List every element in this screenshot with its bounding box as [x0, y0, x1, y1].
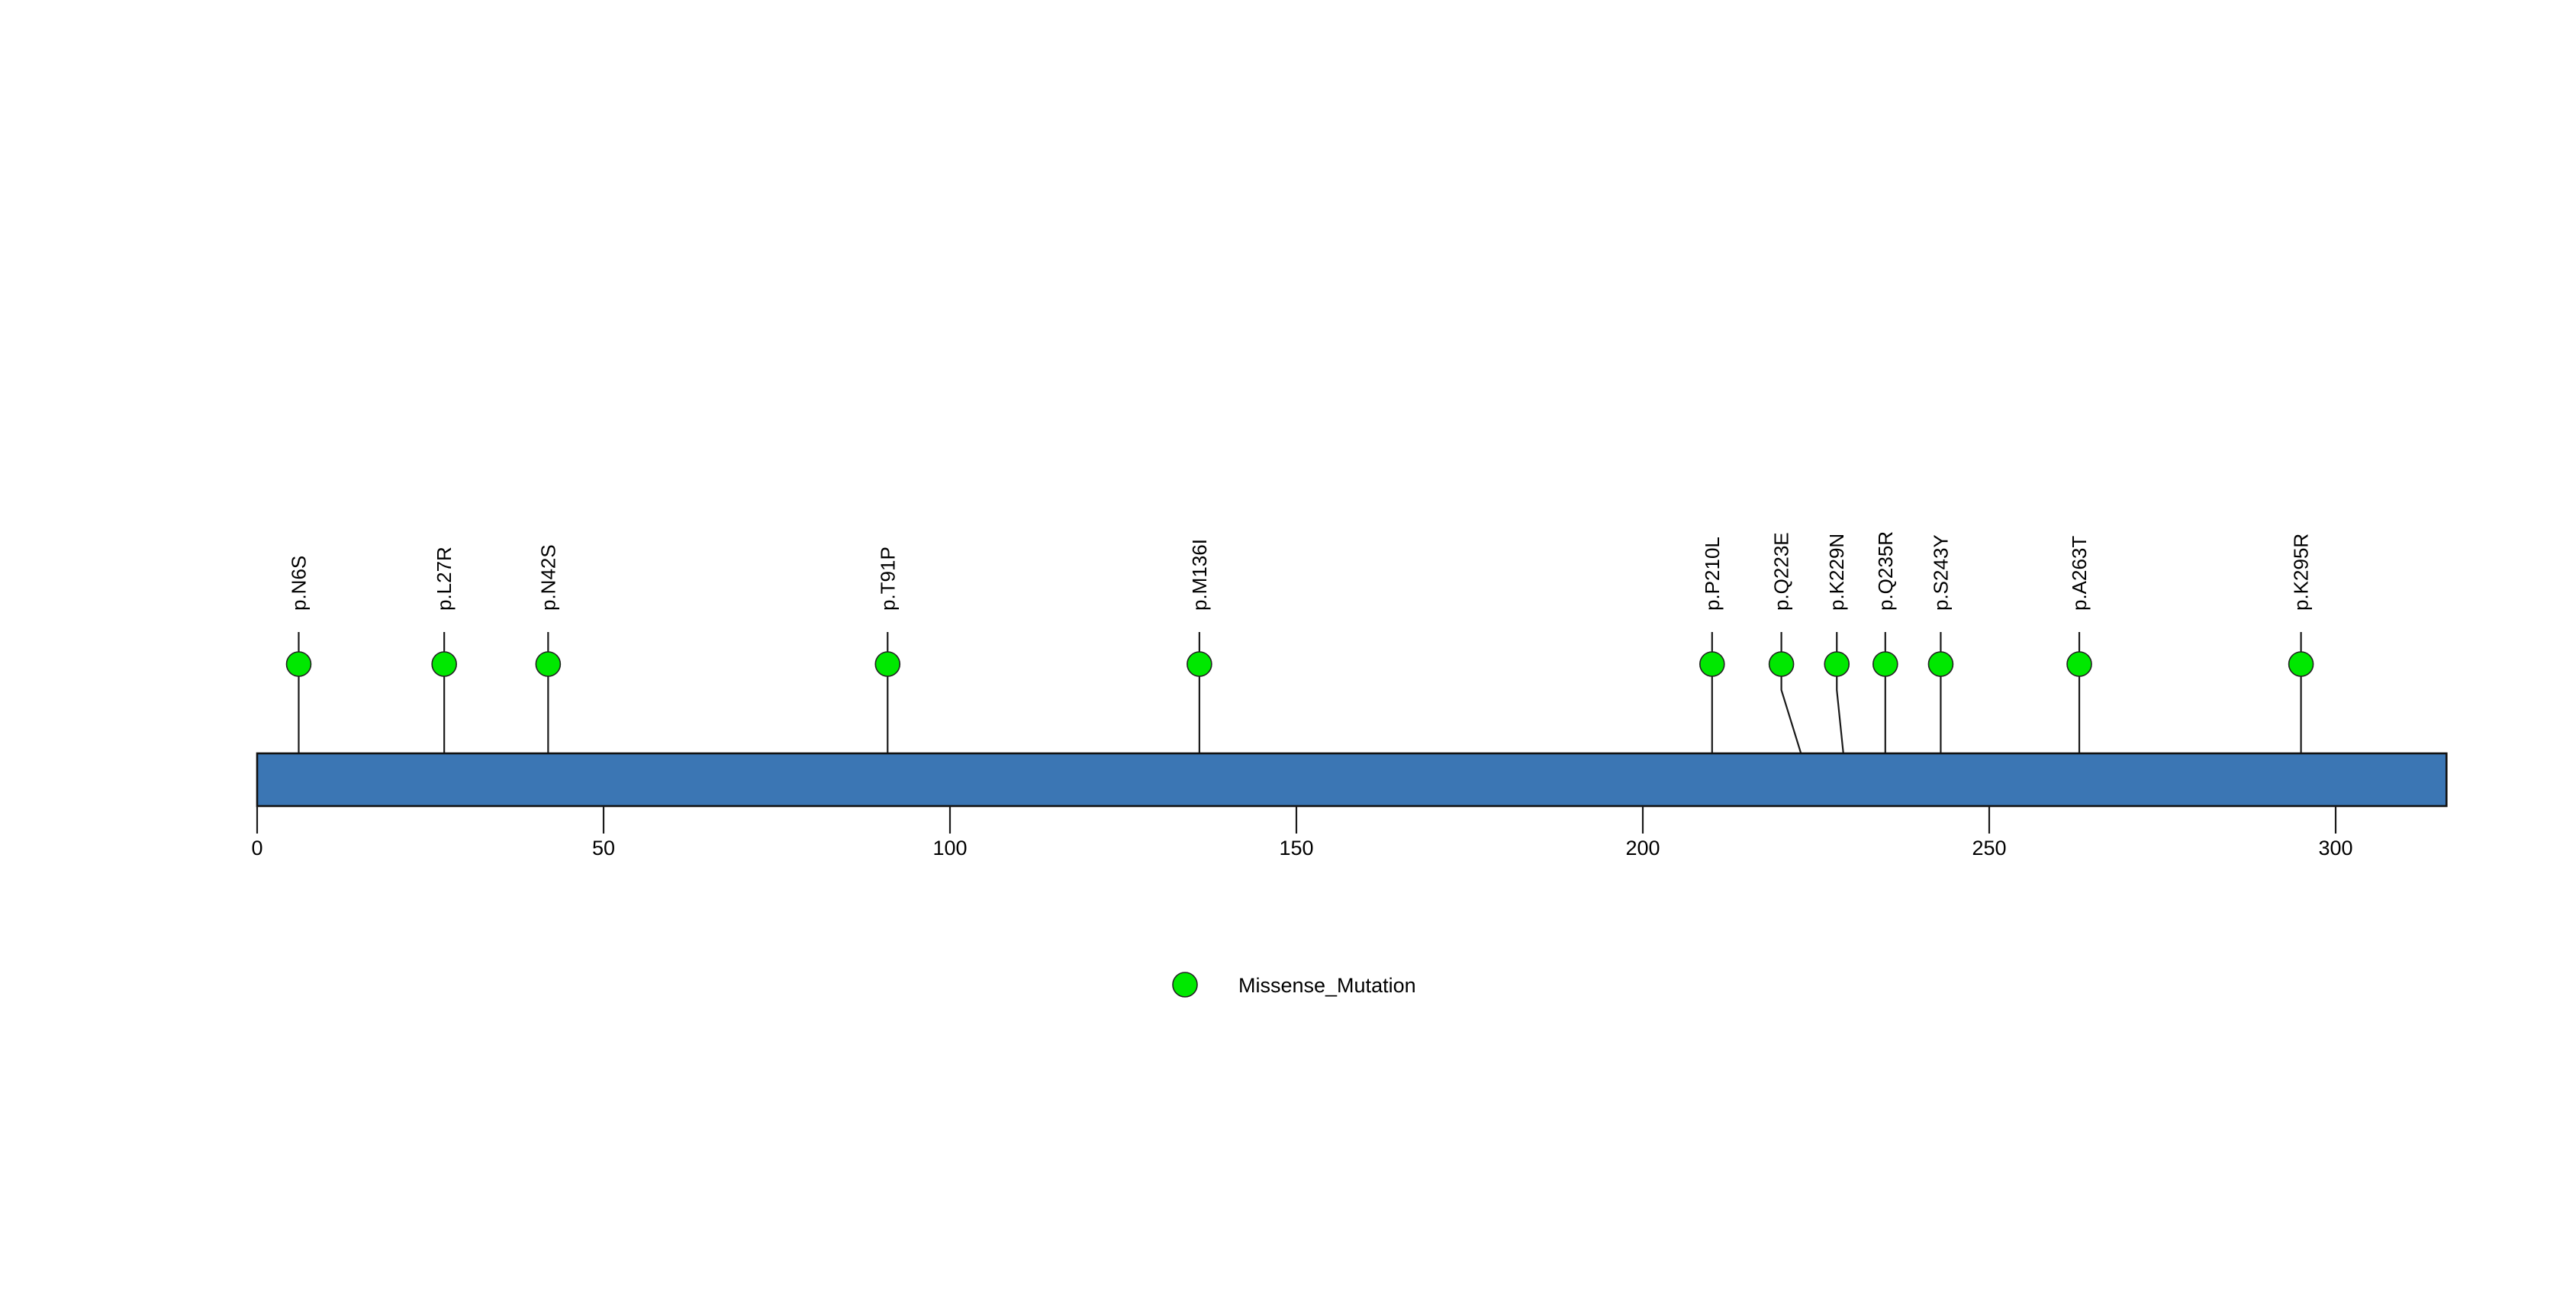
- mutation-label: p.L27R: [433, 547, 456, 611]
- lollipop-marker[interactable]: [285, 651, 312, 677]
- mutation-label: p.K229N: [1825, 534, 1848, 611]
- x-axis-group: 0 50 100 150 200 250 300: [251, 806, 2353, 859]
- lollipop-marker[interactable]: [1927, 651, 1954, 677]
- lollipop-marker[interactable]: [1872, 651, 1898, 677]
- lollipop-marker[interactable]: [431, 651, 457, 677]
- x-axis-tick-label: 300: [2318, 837, 2352, 859]
- x-axis-tick-label: 200: [1625, 837, 1660, 859]
- lollipop-marker[interactable]: [2066, 651, 2092, 677]
- lollipop-marker[interactable]: [535, 651, 562, 677]
- mutation-label: p.N6S: [287, 556, 310, 611]
- lollipop-markers-group: [285, 651, 2314, 677]
- lollipop-marker[interactable]: [1187, 651, 1212, 677]
- mutation-label: p.Q235R: [1874, 531, 1897, 611]
- lollipop-labels-group: p.N6S p.L27R p.N42S p.T91P p.M136I p.P210L p.Q…: [287, 531, 2312, 611]
- mutation-label: p.N42S: [536, 544, 559, 611]
- x-axis-tick-label: 150: [1279, 837, 1313, 859]
- legend-marker-icon[interactable]: [1172, 972, 1198, 998]
- legend-label: Missense_Mutation: [1238, 974, 1416, 997]
- lollipop-marker[interactable]: [1768, 651, 1795, 677]
- mutation-label: p.S243Y: [1929, 534, 1952, 611]
- x-axis-tick-label: 50: [592, 837, 615, 859]
- lollipop-marker[interactable]: [2288, 651, 2314, 677]
- protein-domain-bar-group: [256, 752, 2448, 808]
- mutation-label: p.T91P: [876, 547, 899, 611]
- lollipop-marker[interactable]: [1824, 651, 1850, 677]
- legend-group: Missense_Mutation: [1172, 972, 1416, 998]
- mutation-label: p.K295R: [2290, 534, 2313, 611]
- x-axis-tick-label: 100: [932, 837, 967, 859]
- mutation-label: p.Q223E: [1770, 532, 1793, 611]
- mutation-label: p.M136I: [1188, 539, 1211, 611]
- mutation-label: p.P210L: [1701, 537, 1724, 611]
- mutation-label: p.A263T: [2068, 536, 2091, 611]
- lollipop-marker[interactable]: [874, 651, 901, 677]
- x-axis-tick-label: 0: [251, 837, 262, 859]
- lollipop-marker[interactable]: [1699, 651, 1725, 677]
- x-axis-tick-label: 250: [1972, 837, 2006, 859]
- protein-backbone-bar: [256, 752, 2448, 808]
